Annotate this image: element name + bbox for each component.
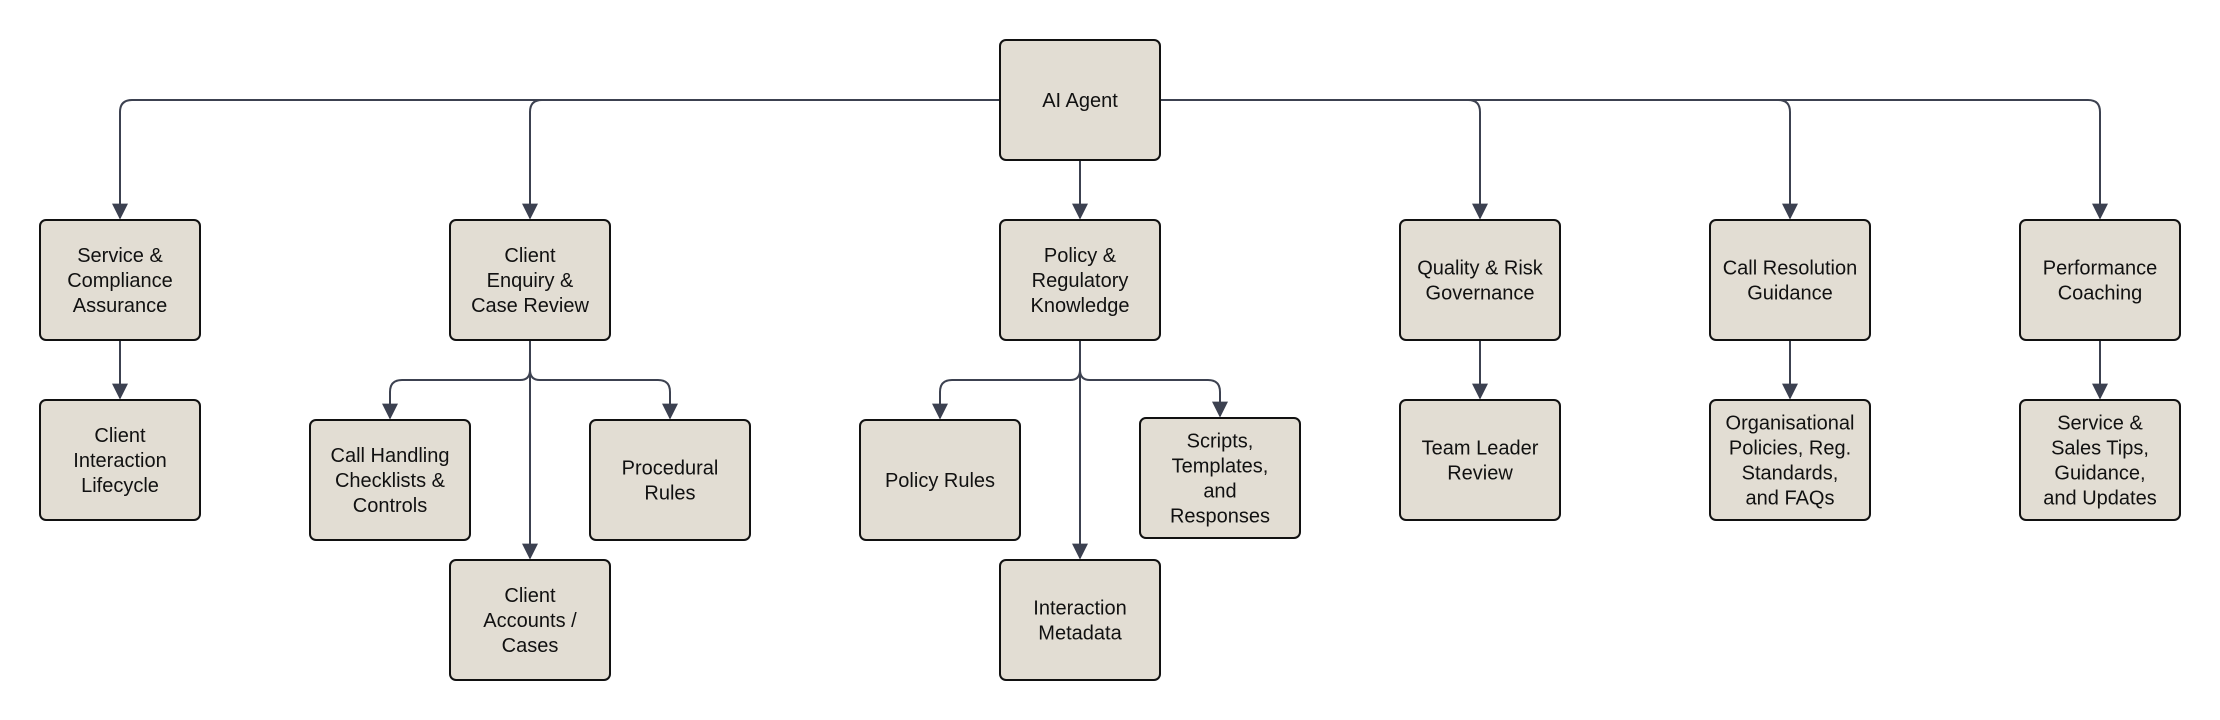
node-label-line: Checklists & xyxy=(335,470,446,492)
node-label-line: Organisational xyxy=(1726,413,1855,435)
node-label-line: Client xyxy=(504,245,556,267)
node-label-line: Service & xyxy=(77,245,163,267)
node-label-line: Knowledge xyxy=(1031,295,1130,317)
node-label-line: Accounts / xyxy=(483,610,577,632)
node-label-line: Review xyxy=(1447,463,1513,485)
node-box xyxy=(999,39,1161,161)
connector-ai-agent-to-client-enquiry xyxy=(522,99,1000,220)
connector-ai-agent-to-quality-risk xyxy=(1160,99,1488,220)
node-box xyxy=(39,399,201,521)
node-label-line: and Updates xyxy=(2043,488,2156,510)
node-label-line: Regulatory xyxy=(1032,270,1129,292)
connector-client-enquiry-to-call-handling xyxy=(382,340,531,420)
node-box xyxy=(1399,399,1561,521)
node-label-line: Call Resolution xyxy=(1723,258,1858,280)
node-label-line: Interaction xyxy=(1033,598,1126,620)
node-label-line: Interaction xyxy=(73,450,166,472)
node-label-line: Performance xyxy=(2043,258,2158,280)
node-label-line: Coaching xyxy=(2058,283,2143,305)
connector-ai-agent-to-performance-coaching xyxy=(1160,99,2108,220)
node-label-line: Standards, xyxy=(1742,463,1839,485)
node-label-line: Assurance xyxy=(73,295,168,317)
node-label-line: Policy & xyxy=(1044,245,1117,267)
node-label-line: Procedural xyxy=(622,458,719,480)
node-label-line: Templates, xyxy=(1172,456,1269,478)
node-label-line: Cases xyxy=(502,635,559,657)
node-label-line: Guidance, xyxy=(2054,463,2145,485)
node-box xyxy=(449,559,611,681)
node-label-line: Sales Tips, xyxy=(2051,438,2149,460)
connector-ai-agent-to-service-compliance xyxy=(112,99,1000,220)
node-service-sales: Service & Sales Tips, Guidance, and Updates xyxy=(2019,399,2181,521)
node-label-line: Responses xyxy=(1170,506,1270,528)
connector-policy-regulatory-to-scripts-templates xyxy=(1079,340,1228,418)
node-label-line: Metadata xyxy=(1038,623,1122,645)
node-ai-agent: AI Agent xyxy=(999,39,1161,161)
node-box xyxy=(859,419,1021,541)
connector-layer xyxy=(112,99,2108,560)
node-box xyxy=(1709,399,1871,521)
node-label-line: AI Agent xyxy=(1042,90,1118,112)
node-label-line: Quality & Risk xyxy=(1417,258,1544,280)
connector-client-enquiry-to-procedural-rules xyxy=(529,340,678,420)
node-box xyxy=(1139,417,1301,539)
node-label-line: Policies, Reg. xyxy=(1729,438,1851,460)
node-label-line: Scripts, xyxy=(1187,431,1254,453)
node-label-line: Case Review xyxy=(471,295,589,317)
node-box xyxy=(589,419,751,541)
node-box xyxy=(2019,219,2181,341)
node-label-line: Lifecycle xyxy=(81,475,159,497)
node-label-line: Service & xyxy=(2057,413,2143,435)
node-label-line: Team Leader xyxy=(1422,438,1539,460)
node-label-line: Enquiry & xyxy=(487,270,574,292)
node-label-line: Governance xyxy=(1426,283,1535,305)
node-label-line: Client xyxy=(504,585,556,607)
node-label-line: and FAQs xyxy=(1746,488,1835,510)
node-box xyxy=(39,219,201,341)
node-label-line: Guidance xyxy=(1747,283,1833,305)
node-box xyxy=(1709,219,1871,341)
node-label-line: Compliance xyxy=(67,270,173,292)
node-label-line: Call Handling xyxy=(331,445,450,467)
connector-policy-regulatory-to-policy-rules xyxy=(932,340,1081,420)
node-policy-rules: Policy Rules xyxy=(859,419,1021,541)
connector-ai-agent-to-call-resolution xyxy=(1160,99,1798,220)
node-box xyxy=(999,559,1161,681)
node-label-line: Client xyxy=(94,425,146,447)
node-label-line: Rules xyxy=(644,483,695,505)
node-box xyxy=(2019,399,2181,521)
node-box xyxy=(999,219,1161,341)
node-box xyxy=(309,419,471,541)
node-label-line: Controls xyxy=(353,495,427,517)
node-label-line: and xyxy=(1203,481,1236,503)
node-box xyxy=(449,219,611,341)
node-box xyxy=(1399,219,1561,341)
node-label-line: Policy Rules xyxy=(885,470,995,492)
